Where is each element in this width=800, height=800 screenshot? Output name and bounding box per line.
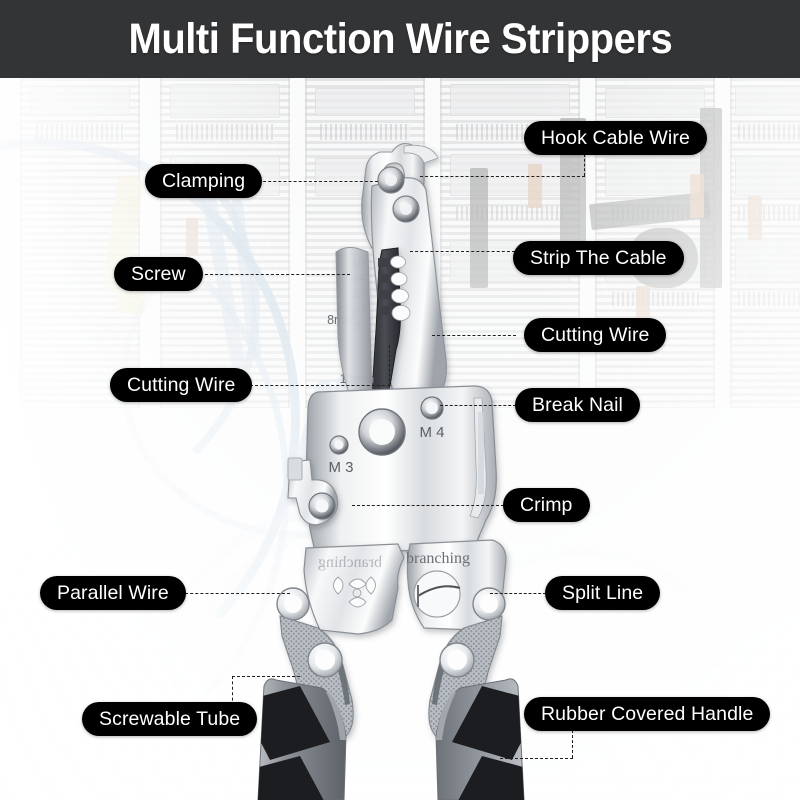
stripper-blade-black [371,247,401,399]
center-bolt-hole [358,408,406,456]
callout-label: Screwable Tube [99,707,241,730]
background-left-fade [0,78,300,800]
callout-clamping[interactable]: Clamping [145,164,263,198]
handle-right-highlight [436,690,456,740]
callout-crimp[interactable]: Crimp [503,488,590,522]
callout-screwable-tube[interactable]: Screwable Tube [82,702,258,736]
callout-label: Parallel Wire [57,581,169,604]
leader-strip-the-cable [410,251,515,252]
leader-rubber-handle-horizontal [500,758,573,759]
callout-cutting-wire-left[interactable]: Cutting Wire [110,368,253,402]
leader-break-nail [440,405,516,406]
leader-cutting-wire-left-vertical [389,345,390,386]
screw-cut-hole-m4 [420,396,444,420]
callout-parallel-wire[interactable]: Parallel Wire [40,576,186,610]
callout-cutting-wire-right[interactable]: Cutting Wire [524,318,667,352]
leader-parallel-wire [180,593,290,594]
branching-left: branching [318,554,382,571]
handle-left-highlight [326,690,346,740]
callout-rubber-covered-handle[interactable]: Rubber Covered Handle [524,697,771,731]
branching-labels: branching branching [318,550,470,571]
leader-crimp [352,505,504,506]
leader-screw [205,274,350,275]
screw-size-labels: M 4 M 3 [328,424,444,476]
parallel-wire-holes [333,576,376,608]
label-m4: M 4 [419,424,444,441]
callout-label: Clamping [162,169,246,192]
callout-label: Cutting Wire [127,373,236,396]
leader-screwable-tube-horizontal [232,676,300,677]
screw-cut-hole-m3 [329,435,349,455]
callout-label: Break Nail [532,393,623,416]
leader-hook-cable-wire-horizontal [420,176,585,177]
title-bar: Multi Function Wire Strippers [0,0,800,78]
background-right-fade [540,78,800,800]
leader-hook-cable-wire-vertical [584,154,585,176]
leader-split-line [490,593,546,594]
page-title: Multi Function Wire Strippers [128,14,672,63]
callout-label: Rubber Covered Handle [541,702,754,725]
crimp-hook [287,457,339,526]
shank-pins [307,642,475,678]
leader-screwable-tube-vertical [232,676,233,706]
callout-label: Cutting Wire [541,323,650,346]
callout-label: Hook Cable Wire [541,126,690,149]
callout-label: Strip The Cable [530,246,667,269]
callout-label: Screw [131,262,186,285]
callout-label: Split Line [562,581,644,604]
callout-strip-the-cable[interactable]: Strip The Cable [513,241,684,275]
leader-clamping [258,181,378,182]
branching-right: branching [406,550,470,567]
leader-cutting-wire-right [432,335,516,336]
stripper-gauge-holes [390,255,411,321]
callout-label: Crimp [520,493,573,516]
callout-screw[interactable]: Screw [114,257,203,291]
split-line-feature [413,570,461,618]
callout-hook-cable-wire[interactable]: Hook Cable Wire [524,121,707,155]
leader-cutting-wire-left [250,385,390,386]
label-m3: M 3 [328,459,353,476]
leader-rubber-handle-vertical [572,730,573,758]
nose-rivets [377,166,420,223]
callout-split-line[interactable]: Split Line [545,576,661,610]
cutting-edge-right [469,397,487,519]
callout-break-nail[interactable]: Break Nail [515,388,640,422]
